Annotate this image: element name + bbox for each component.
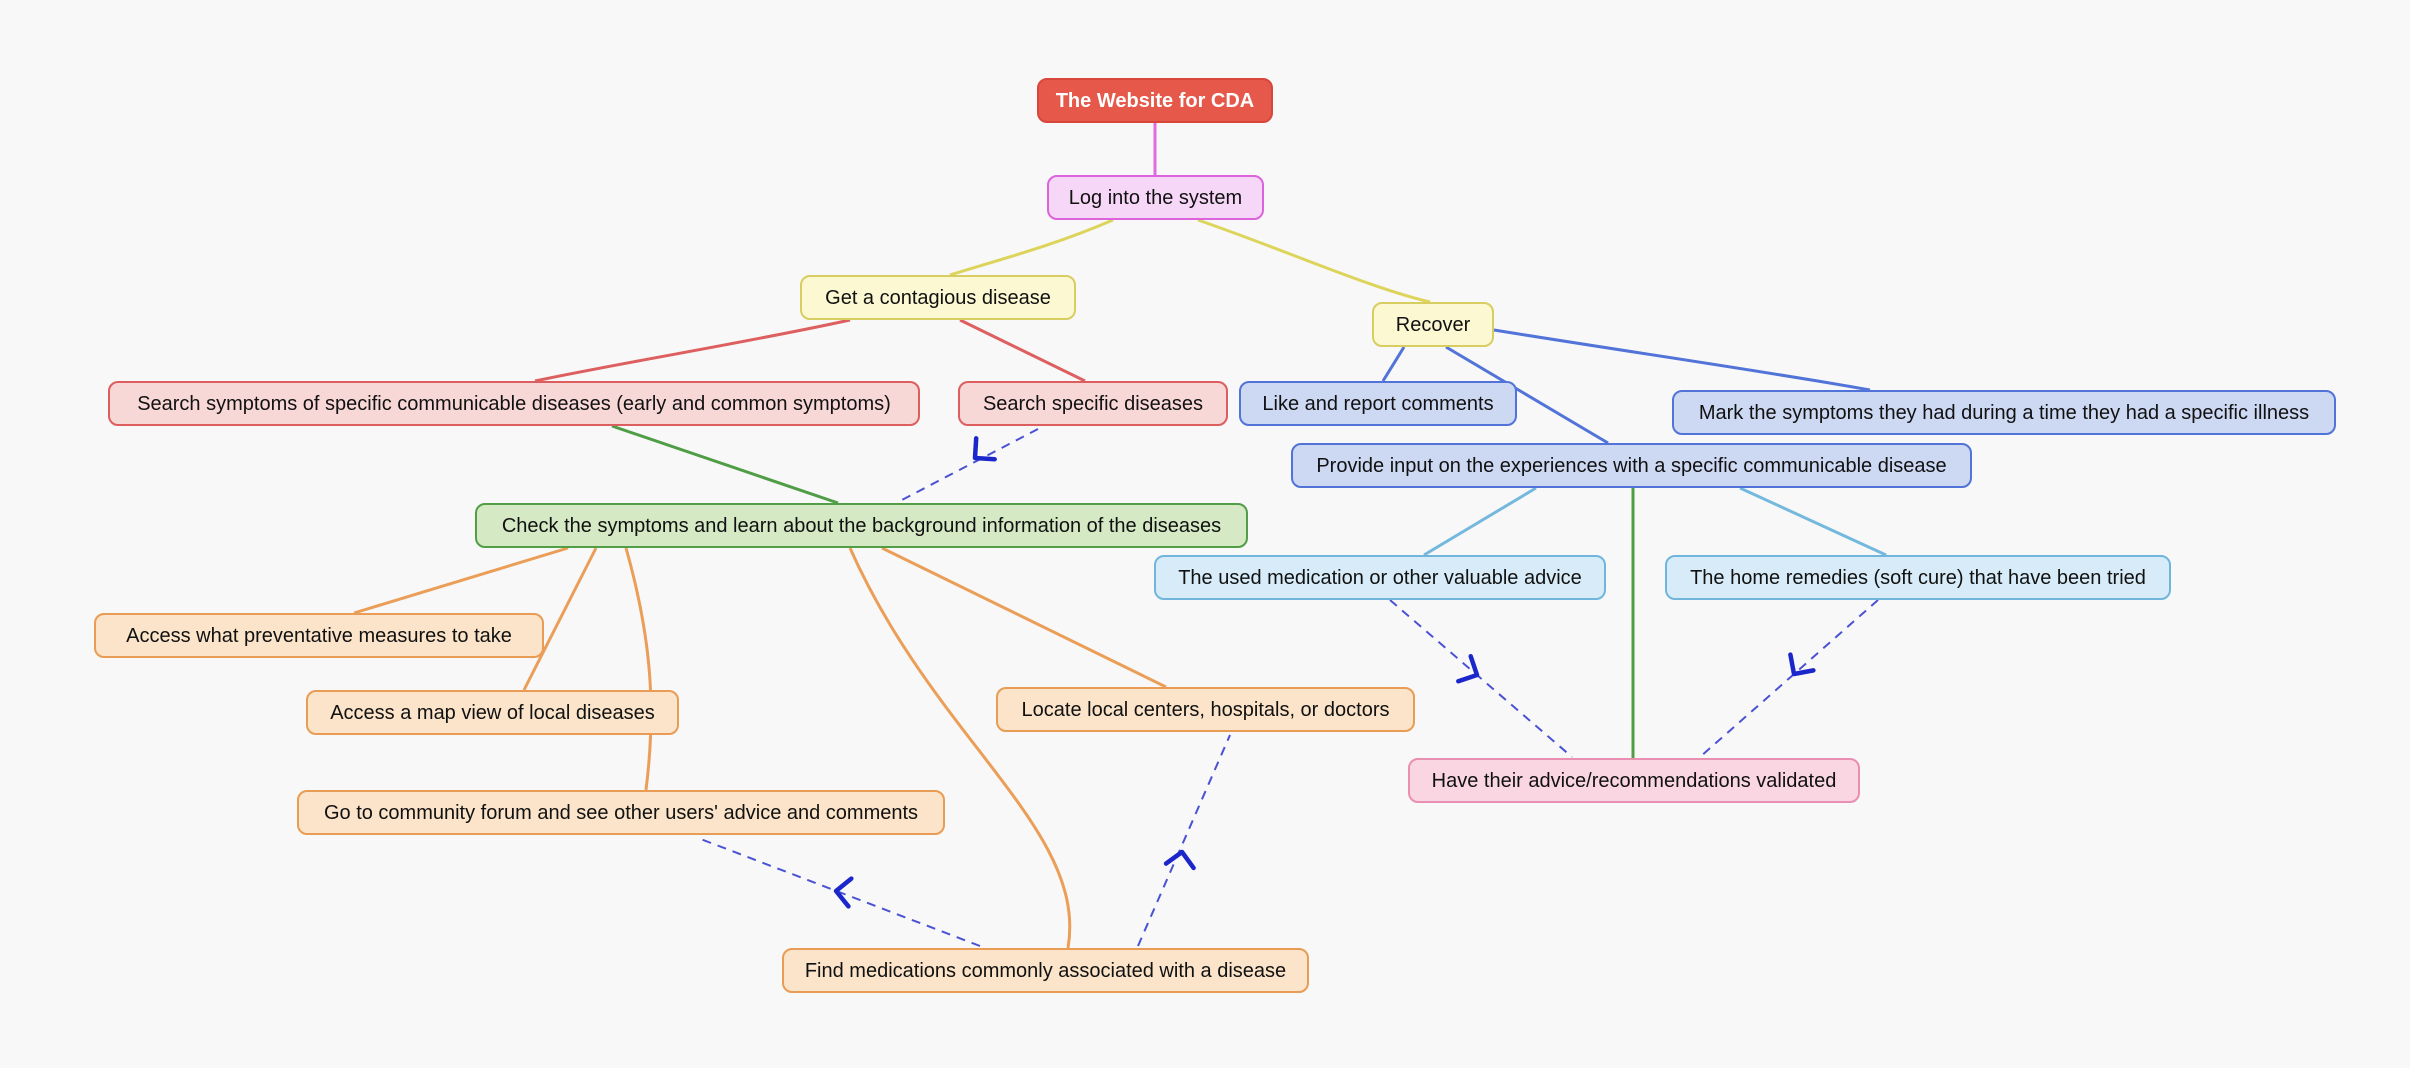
edge-check-locate [881, 546, 1167, 689]
edge-searchspec-check-dashed [897, 428, 1039, 503]
edge-findmed-locate-dashed [1137, 734, 1231, 947]
arrowhead-searchspec-check-icon [972, 436, 997, 462]
edge-provide-homerem [1739, 486, 1887, 557]
node-like-report-comments: Like and report comments [1239, 381, 1517, 426]
node-search-specific-diseases: Search specific diseases [958, 381, 1228, 426]
edge-login-get [949, 218, 1114, 277]
edge-recover-like [1381, 346, 1406, 382]
node-community-forum: Go to community forum and see other user… [297, 790, 945, 835]
node-mark-symptoms: Mark the symptoms they had during a time… [1672, 390, 2336, 435]
edge-homerem-validated-dashed [1699, 599, 1879, 758]
node-find-medications: Find medications commonly associated wit… [782, 948, 1309, 993]
node-advice-validated: Have their advice/recommendations valida… [1408, 758, 1860, 803]
edge-check-preventative [353, 546, 569, 615]
arrowhead-homerem-validated-icon [1788, 652, 1816, 677]
node-home-remedies: The home remedies (soft cure) that have … [1665, 555, 2171, 600]
node-get-contagious-disease: Get a contagious disease [800, 275, 1076, 320]
edge-usedmed-validated-dashed [1389, 599, 1573, 758]
arrowhead-usedmed-validated-icon [1456, 654, 1480, 684]
edge-get-searchspec [959, 318, 1086, 383]
arrowhead-findmed-locate-icon [1163, 849, 1196, 871]
edge-check-mapview [522, 547, 598, 691]
edge-provide-usedmed [1423, 486, 1537, 557]
edge-recover-provide [1445, 345, 1609, 445]
node-check-symptoms: Check the symptoms and learn about the b… [475, 503, 1248, 548]
edge-check-findmed [848, 547, 1072, 949]
edge-get-searchsym [534, 318, 851, 383]
node-root-website: The Website for CDA [1037, 78, 1273, 123]
node-provide-input: Provide input on the experiences with a … [1291, 443, 1972, 488]
edge-searchsym-check [611, 424, 839, 505]
arrowhead-findmed-forum-icon [833, 876, 854, 909]
node-search-symptoms: Search symptoms of specific communicable… [108, 381, 920, 426]
node-login: Log into the system [1047, 175, 1264, 220]
node-preventative-measures: Access what preventative measures to tak… [94, 613, 544, 658]
node-map-view: Access a map view of local diseases [306, 690, 679, 735]
node-recover: Recover [1372, 302, 1494, 347]
edge-check-forum [624, 547, 653, 791]
edge-recover-mark [1493, 328, 1871, 392]
node-used-medication: The used medication or other valuable ad… [1154, 555, 1606, 600]
node-locate-centers: Locate local centers, hospitals, or doct… [996, 687, 1415, 732]
edge-login-recover [1197, 218, 1431, 304]
